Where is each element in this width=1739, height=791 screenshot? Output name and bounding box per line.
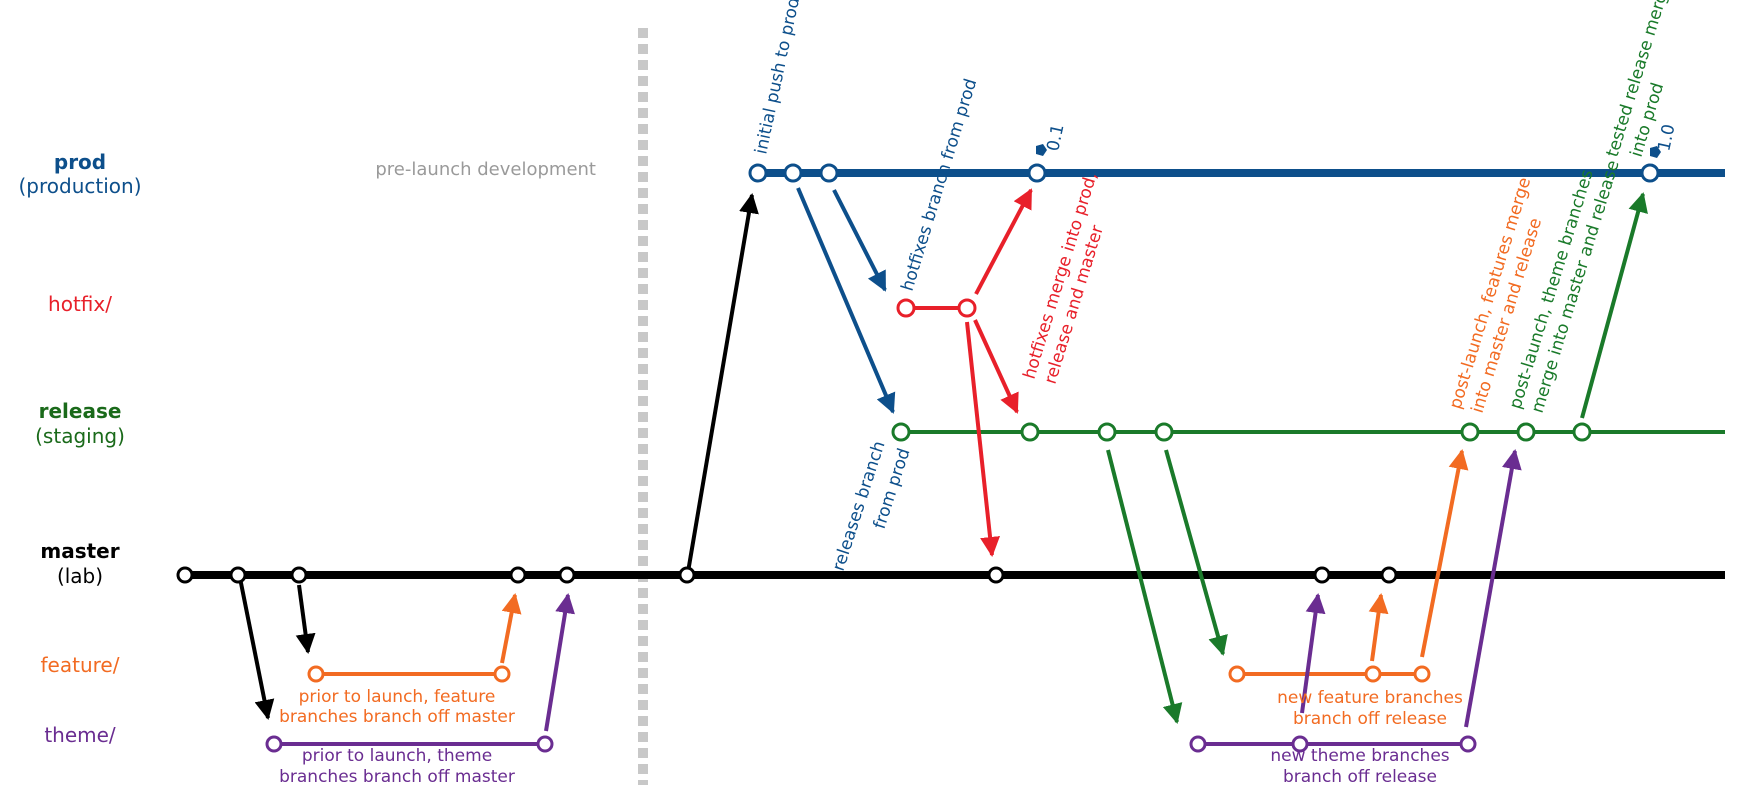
lane-release-sub: (staging) <box>35 424 125 448</box>
commit-node <box>265 735 283 753</box>
arrow-master-to-theme <box>238 577 275 720</box>
commit-node <box>1640 163 1660 183</box>
annotation-hotfixes-branch: hotfixes branch from prod <box>898 76 982 293</box>
arrow-feature-to-release <box>1420 449 1469 658</box>
arrow-feature-merge-master <box>500 593 522 664</box>
caption-theme-prior-line2: branches branch off master <box>279 767 515 787</box>
commit-node <box>1228 665 1246 683</box>
lane-prod-name: prod <box>54 150 106 174</box>
divider-label: pre-launch development <box>375 159 596 180</box>
commit-node <box>987 566 1005 584</box>
lane-master-name: master <box>40 539 119 563</box>
tag-0-1: 0.1 <box>1036 122 1069 156</box>
caption-feature-new-line2: branch off release <box>1293 709 1447 729</box>
commit-node <box>896 298 916 318</box>
lane-theme-name: theme/ <box>44 723 116 747</box>
arrow-initial-push <box>686 193 759 573</box>
commit-node <box>307 665 325 683</box>
commit-nodes <box>176 163 1660 753</box>
commit-node <box>1364 665 1382 683</box>
commit-node <box>1413 665 1431 683</box>
arrow-prod-to-hotfix <box>832 189 887 292</box>
tag-label-0-1: 0.1 <box>1043 122 1068 153</box>
commit-node <box>1460 422 1480 442</box>
tag-label-1-0: 1.0 <box>1654 122 1679 153</box>
commit-node <box>1027 163 1047 183</box>
arrow-release-to-prod <box>1580 192 1648 419</box>
arrow-hotfix-to-master <box>965 321 1001 557</box>
arrows <box>238 187 1648 732</box>
commit-node <box>558 566 576 584</box>
commit-node <box>176 566 194 584</box>
lane-hotfix-name: hotfix/ <box>48 292 112 316</box>
caption-theme-new-line1: new theme branches <box>1270 746 1449 766</box>
annotation-initial-push: initial push to prod <box>751 0 804 156</box>
caption-feature-prior-line1: prior to launch, feature <box>299 687 496 707</box>
commit-node <box>1516 422 1536 442</box>
commit-node <box>1154 422 1174 442</box>
commit-node <box>229 566 247 584</box>
lane-master-sub: (lab) <box>57 564 103 588</box>
commit-node <box>1572 422 1592 442</box>
commit-node <box>290 566 308 584</box>
caption-feature-prior-line2: branches branch off master <box>279 707 515 727</box>
commit-node <box>819 163 839 183</box>
arrow-theme-to-master <box>1300 593 1326 714</box>
tag-1-0: 1.0 <box>1650 122 1680 158</box>
lane-labels: prod (production) hotfix/ release (stagi… <box>19 150 142 747</box>
arrow-feature-to-master <box>1368 593 1389 662</box>
commit-node <box>536 735 554 753</box>
arrow-prod-to-release <box>796 187 896 414</box>
arrow-release-to-feature <box>1164 449 1228 656</box>
arrow-hotfix-to-release <box>973 319 1019 414</box>
lane-release-name: release <box>39 399 122 423</box>
arrow-theme-merge-master <box>544 593 575 732</box>
commit-node <box>678 566 696 584</box>
commit-node <box>1291 735 1309 753</box>
commit-node <box>1380 566 1398 584</box>
commit-node <box>783 163 803 183</box>
arrow-hotfix-to-prod <box>974 188 1033 295</box>
lane-prod-sub: (production) <box>19 174 142 198</box>
arrow-master-to-feature <box>295 584 316 654</box>
caption-theme-new-line2: branch off release <box>1283 767 1437 787</box>
arrow-release-to-theme <box>1106 449 1183 724</box>
commit-node <box>1189 735 1207 753</box>
commit-node <box>1020 422 1040 442</box>
commit-node <box>509 566 527 584</box>
commit-node <box>1097 422 1117 442</box>
commit-node <box>1459 735 1477 753</box>
caption-feature-new-line1: new feature branches <box>1277 688 1463 708</box>
tag-icon <box>1650 146 1661 158</box>
commit-node <box>493 665 511 683</box>
commit-node <box>957 298 977 318</box>
commit-node <box>748 163 768 183</box>
commit-node <box>1313 566 1331 584</box>
lane-feature-name: feature/ <box>41 653 120 677</box>
commit-node <box>891 422 911 442</box>
arrow-theme-to-release <box>1464 449 1522 728</box>
caption-theme-prior-line1: prior to launch, theme <box>302 746 492 766</box>
tag-icon <box>1036 144 1047 156</box>
